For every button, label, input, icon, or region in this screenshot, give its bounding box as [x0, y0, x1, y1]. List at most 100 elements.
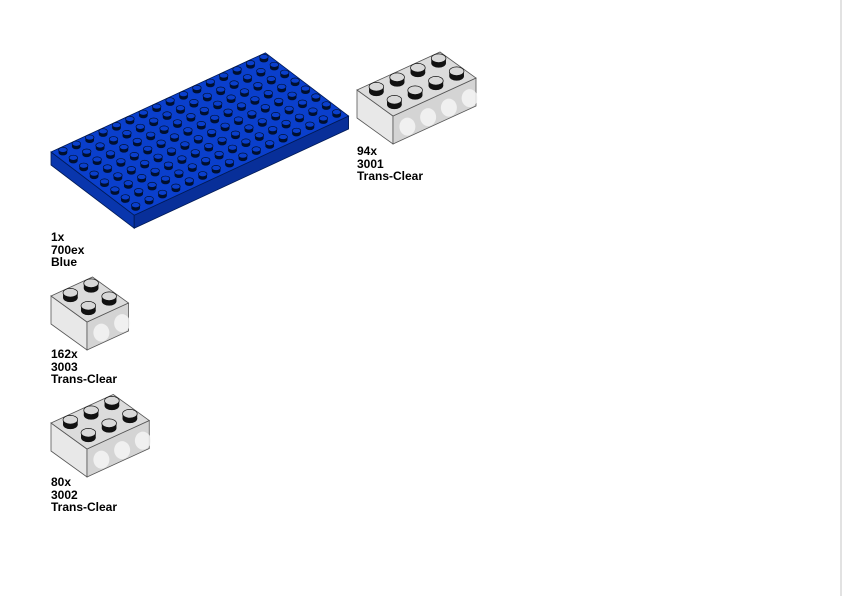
inner-tube	[114, 441, 131, 460]
part-color: Trans-Clear	[51, 372, 118, 386]
stud	[178, 91, 189, 100]
stud	[230, 130, 241, 140]
stud	[163, 161, 174, 171]
stud	[311, 93, 321, 102]
stud	[62, 415, 79, 430]
stud	[83, 278, 99, 293]
stud	[244, 124, 254, 133]
part-number: 3002	[51, 487, 78, 502]
stud	[407, 85, 423, 100]
stud	[138, 109, 148, 119]
stud	[257, 118, 267, 127]
stud	[226, 94, 236, 104]
stud	[220, 122, 230, 132]
stud	[147, 181, 157, 191]
brick-3003	[50, 276, 131, 351]
stud	[99, 178, 110, 188]
stud	[238, 152, 248, 162]
stud	[184, 177, 194, 186]
stud	[111, 122, 122, 131]
stud	[122, 130, 132, 139]
stud	[193, 135, 203, 144]
stud	[245, 60, 256, 69]
part-quantity: 80x	[51, 475, 72, 489]
stud	[269, 61, 279, 71]
stud	[281, 119, 291, 129]
stud	[123, 180, 133, 189]
stud	[321, 101, 331, 110]
stud	[277, 83, 287, 93]
stud	[198, 171, 208, 180]
stud	[153, 153, 163, 163]
stud	[192, 84, 202, 94]
stud	[110, 186, 120, 195]
stud	[305, 121, 315, 131]
stud	[199, 106, 209, 116]
stud	[196, 121, 206, 130]
stud	[157, 189, 168, 199]
stud	[287, 91, 297, 101]
inner-tube	[461, 89, 478, 108]
inner-tube	[440, 98, 457, 117]
part-label-3002: 80x 3002 Trans-Clear	[51, 476, 117, 514]
stud	[254, 132, 264, 141]
stud	[213, 100, 223, 110]
stud	[278, 134, 288, 143]
part-color: Blue	[51, 255, 78, 269]
stud	[251, 146, 261, 155]
stud	[268, 126, 278, 135]
stud	[386, 95, 403, 110]
stud	[204, 143, 214, 152]
inner-tube	[93, 323, 110, 342]
stud	[253, 82, 263, 91]
stud	[62, 288, 79, 303]
stud	[166, 147, 177, 157]
inner-tube	[114, 314, 131, 333]
stud	[250, 96, 260, 105]
stud	[294, 113, 305, 123]
stud	[428, 76, 444, 91]
stud	[125, 115, 135, 125]
brick-top-face	[50, 394, 151, 450]
stud	[98, 128, 108, 137]
stud	[129, 152, 139, 161]
stud	[266, 75, 276, 85]
page-edge	[840, 0, 842, 596]
stud	[219, 72, 229, 82]
stud	[80, 301, 97, 316]
stud	[263, 90, 273, 99]
stud	[113, 172, 123, 181]
stud	[211, 165, 221, 174]
stud	[104, 396, 120, 411]
stud	[187, 163, 197, 172]
stud	[297, 99, 308, 109]
stud	[144, 196, 154, 205]
stud	[177, 155, 187, 164]
stud	[183, 127, 193, 136]
stud	[172, 119, 183, 128]
stud	[256, 68, 266, 77]
inner-tube	[93, 450, 110, 469]
part-number: 700ex	[51, 242, 85, 257]
stud	[58, 146, 68, 156]
stud	[368, 82, 385, 97]
stud	[223, 108, 233, 118]
stud	[146, 131, 156, 141]
stud	[290, 77, 300, 87]
stud	[247, 110, 257, 119]
stud	[143, 145, 153, 155]
stud	[318, 115, 328, 124]
stud	[162, 111, 172, 120]
stud	[280, 69, 290, 79]
stud	[410, 63, 426, 78]
stud	[210, 114, 220, 124]
stud	[232, 66, 242, 75]
inner-tube	[399, 117, 416, 136]
part-quantity: 94x	[357, 144, 378, 158]
stud	[300, 85, 311, 95]
stud	[242, 74, 253, 83]
part-number: 3001	[357, 156, 384, 171]
stud	[171, 183, 181, 193]
stud	[201, 157, 211, 166]
